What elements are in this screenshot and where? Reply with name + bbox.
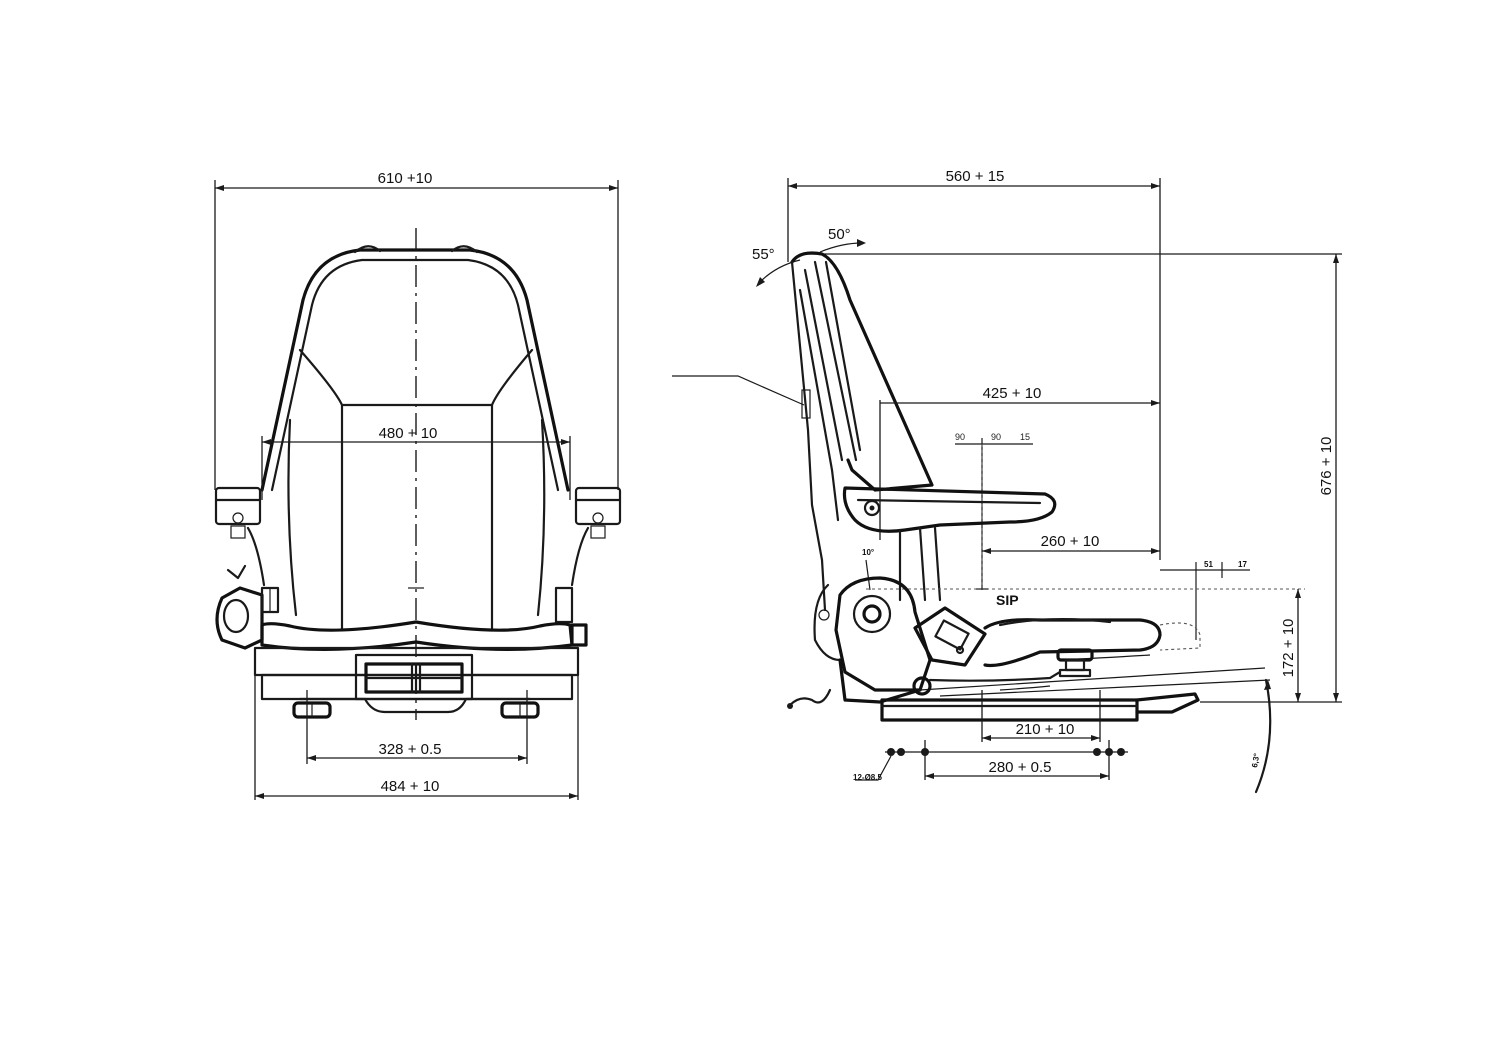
side-tilt-indicator: 6,3° <box>1250 678 1272 794</box>
side-slide-rail <box>880 698 1139 722</box>
side-pivot-housing <box>813 576 932 692</box>
side-overall-height-dimension: 676 + 10 <box>1200 254 1342 703</box>
side-mount-spacing-label: 280 + 0.5 <box>989 759 1052 776</box>
side-suspension-base <box>787 658 1271 709</box>
side-overall-depth-dimension: 560 + 15 <box>787 168 1161 560</box>
side-offset-2: 17 <box>1238 560 1247 569</box>
front-right-armrest <box>570 486 622 587</box>
side-overall-depth-label: 560 + 15 <box>946 168 1005 185</box>
side-armrest <box>842 486 1057 533</box>
side-mounting-holes: 280 + 0.5 12-Ø8.5 <box>853 740 1128 782</box>
side-sip-label: SIP <box>996 592 1019 608</box>
front-view: 610 +10 480 + 10 <box>214 170 622 800</box>
side-angle-back-label: 50° <box>828 226 851 243</box>
side-armrest-depth-dimension: 425 + 10 <box>879 385 1160 540</box>
side-armrest-depth-label: 425 + 10 <box>983 385 1042 402</box>
front-seat-cushion <box>260 620 574 651</box>
front-overall-width-label: 610 +10 <box>378 170 433 187</box>
side-adjust-step-1: 90 <box>955 432 965 442</box>
side-seat-cushion <box>983 618 1162 668</box>
front-backrest-outline <box>260 248 570 492</box>
side-tilt-angle-label: 6,3° <box>1250 753 1261 769</box>
front-overall-width-dimension: 610 +10 <box>214 170 619 490</box>
side-leader-line <box>672 375 805 406</box>
front-mount-spacing-label: 328 + 0.5 <box>379 741 442 758</box>
side-cushion-depth-label: 260 + 10 <box>1041 533 1100 550</box>
side-hole-spec-label: 12-Ø8.5 <box>853 773 882 782</box>
front-side-knob-icon <box>215 564 280 650</box>
side-cushion-depth-dimension: 260 + 10 <box>982 533 1160 554</box>
side-pivot-angle-label: 10° <box>862 548 874 557</box>
side-view: 560 + 15 55° 50° 425 + 10 <box>672 168 1342 794</box>
front-mount-spacing-dimension: 328 + 0.5 <box>306 690 528 764</box>
side-offset-1: 51 <box>1204 560 1213 569</box>
side-slide-length-label: 210 + 10 <box>1016 721 1075 738</box>
side-adjust-steps: 90 90 15 <box>955 432 1033 590</box>
side-sip-height-dimension: 172 + 10 <box>1280 589 1301 702</box>
side-angle-indicators: 55° 50° <box>752 226 866 287</box>
front-backrest-width-dimension: 480 + 10 <box>261 425 571 500</box>
side-overall-height-label: 676 + 10 <box>1318 437 1335 496</box>
side-slide-length-dimension: 210 + 10 <box>981 690 1101 742</box>
side-backrest <box>790 251 934 492</box>
side-adjust-step-2: 90 <box>991 432 1001 442</box>
front-backrest-pad <box>340 403 494 632</box>
side-height-knob-icon <box>1056 648 1094 678</box>
side-rail-lever <box>1135 692 1200 714</box>
side-offsets: 51 17 <box>1160 560 1250 640</box>
side-belt-buckle-icon <box>913 606 987 667</box>
front-center-handle-icon <box>354 653 474 701</box>
side-adjust-step-3: 15 <box>1020 432 1030 442</box>
front-backrest-width-label: 480 + 10 <box>379 425 438 442</box>
front-left-armrest <box>214 486 266 587</box>
front-base-width-dimension: 484 + 10 <box>255 778 578 799</box>
side-sip-height-label: 172 + 10 <box>1280 619 1297 678</box>
front-base-width-label: 484 + 10 <box>381 778 440 795</box>
side-angle-forward-label: 55° <box>752 246 775 263</box>
